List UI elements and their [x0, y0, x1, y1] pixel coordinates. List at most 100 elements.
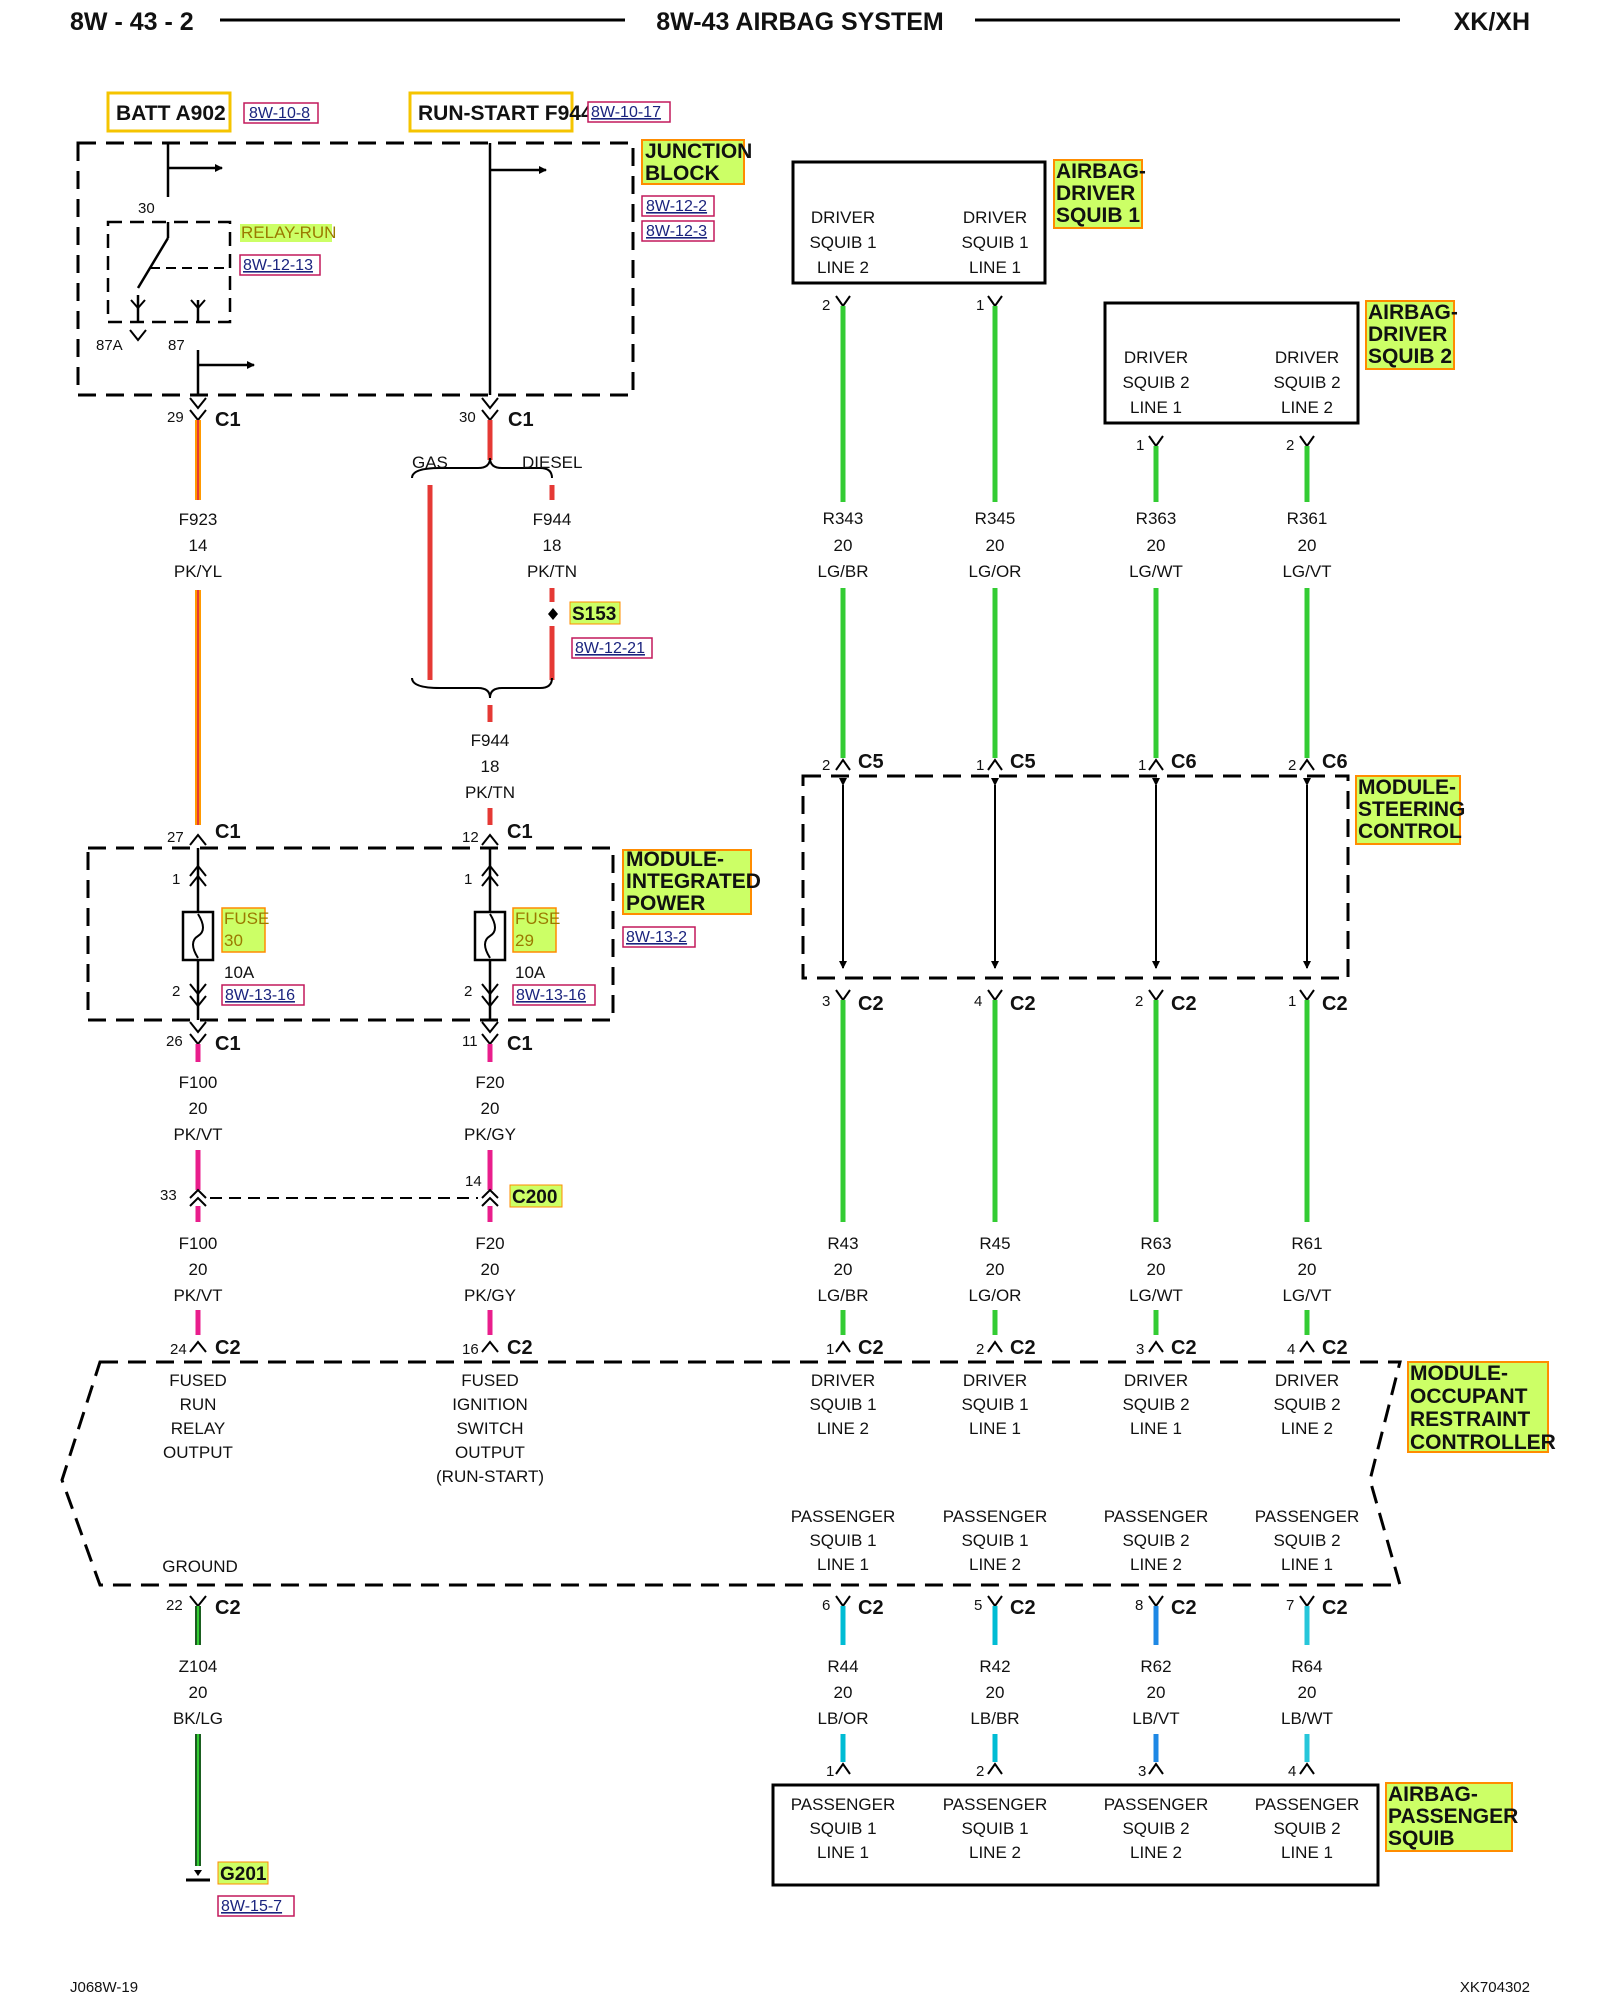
fuse-ref[interactable]: 8W-13-16 [225, 987, 295, 1004]
pass-squib-name: PASSENGER [1388, 1805, 1518, 1828]
pin-icon [987, 1340, 1003, 1353]
squib1-name-3: SQUIB 1 [1056, 204, 1140, 227]
module-integrated-power[interactable]: MODULE- INTEGRATED POWER 8W-13-2 [86, 846, 761, 1022]
connector-arrow-icon [481, 397, 499, 410]
pin-number: 26 [166, 1033, 183, 1050]
page-number: 8W - 43 - 2 [70, 8, 194, 36]
module-occupant-restraint-controller[interactable]: MODULE- OCCUPANT RESTRAINT CONTROLLER 24… [60, 1337, 1556, 1619]
orc-drv-label: LINE 1 [969, 1419, 1021, 1438]
orc-fused-run: RELAY [171, 1419, 226, 1438]
wire-circuit: R44 [827, 1657, 858, 1676]
orc-pass-label: LINE 1 [1281, 1555, 1333, 1574]
circuit-f923[interactable]: 29 C1 F923 14 PK/YL 27 C1 [167, 397, 241, 846]
pin-icon [1148, 989, 1164, 1002]
relay-run[interactable]: RELAY-RUN 8W-12-13 87A 87 [96, 220, 336, 354]
orc-drv-label: SQUIB 2 [1273, 1395, 1340, 1414]
squib2-box [1103, 301, 1360, 425]
driver-squib-wires-lower[interactable]: R43 20 LG/BR R45 20 LG/OR R63 20 LG/WT R… [817, 1000, 1332, 1335]
junction-block-ref-2[interactable]: 8W-12-3 [646, 223, 707, 240]
fuse-rating: 10A [515, 963, 546, 982]
c200-pin-icon [189, 1188, 207, 1199]
circuit-f944[interactable]: 30 C1 GAS DIESEL F944 18 PK/TN S153 8W-1… [411, 397, 653, 846]
wire-circuit: R61 [1291, 1234, 1322, 1253]
label-bg [240, 224, 332, 242]
scm-bottom-pin: 2 [1135, 993, 1143, 1010]
mip-name-3: POWER [626, 892, 705, 915]
pin-arrow-icon [189, 864, 207, 877]
ref-box [239, 254, 321, 276]
wire-gauge: 20 [481, 1099, 500, 1118]
squib2-col2-l3: LINE 2 [1281, 398, 1333, 417]
pin-icon [835, 1762, 851, 1775]
ground-ref[interactable]: 8W-15-7 [221, 1898, 282, 1915]
scm-bottom-conn: C2 [1322, 993, 1348, 1015]
orc-top-conn: C2 [858, 1337, 884, 1359]
pass-squib-pin: 1 [826, 1763, 834, 1780]
airbag-passenger-squib[interactable]: 1 2 3 4 PASSENGER SQUIB 1 LINE 1 PASSENG… [771, 1762, 1518, 1887]
pin-number: 30 [459, 409, 476, 426]
relay-pin-30: 30 [138, 200, 155, 217]
pin-icon [481, 1340, 499, 1353]
pass-squib-label: PASSENGER [943, 1795, 1048, 1814]
orc-pass-label: PASSENGER [1255, 1507, 1360, 1526]
fuse-29[interactable]: 1 FUSE 29 10A 2 8W-13-16 [464, 848, 596, 1020]
source-run-box [408, 91, 574, 133]
relay-ref[interactable]: 8W-12-13 [243, 257, 313, 274]
squib1-col2-l1: DRIVER [963, 208, 1027, 227]
orc-top-pin: 1 [826, 1341, 834, 1358]
relay-contact [136, 237, 170, 289]
scm-name-2: STEERING [1358, 798, 1465, 821]
connector-arrow-icon [481, 833, 499, 846]
wire-color: LB/OR [817, 1709, 868, 1728]
pin-number: 11 [462, 1033, 478, 1050]
splice-name: S153 [572, 604, 616, 625]
fuse-30[interactable]: 1 FUSE 30 10A 2 8W-13-16 [172, 848, 305, 1020]
pass-squib-label: LINE 2 [1130, 1843, 1182, 1862]
driver-squib-wires-upper[interactable]: R343 20 LG/BR R345 20 LG/OR R363 20 LG/W… [817, 306, 1332, 758]
wire-circuit: F923 [179, 510, 218, 529]
fuse-ref[interactable]: 8W-13-16 [516, 987, 586, 1004]
orc-outline [60, 1360, 1402, 1587]
wire-color: LB/BR [970, 1709, 1019, 1728]
pin-icon [1299, 1595, 1315, 1608]
splice-ref[interactable]: 8W-12-21 [575, 640, 645, 657]
junction-block[interactable]: JUNCTION BLOCK 8W-12-2 8W-12-3 30 [76, 139, 752, 397]
pin-icon [987, 989, 1003, 1002]
source-run-ref[interactable]: 8W-10-17 [591, 104, 661, 121]
airbag-driver-squib-1[interactable]: DRIVER SQUIB 1 LINE 2 DRIVER SQUIB 1 LIN… [791, 159, 1146, 314]
orc-fused-ign: FUSED [461, 1371, 519, 1390]
relay-pin-87a: 87A [96, 337, 123, 354]
source-batt-ref[interactable]: 8W-10-8 [249, 105, 310, 122]
wire-gauge: 20 [834, 536, 853, 555]
orc-bottom-pin: 5 [974, 1597, 982, 1614]
connector-c200[interactable]: C200 [210, 1184, 563, 1208]
orc-top-conn: C2 [1010, 1337, 1036, 1359]
wire-color: LG/VT [1282, 1286, 1331, 1305]
c200-pin-icon [481, 1196, 499, 1207]
wire-color: PK/VT [173, 1125, 222, 1144]
source-run-label: RUN-START F944 [418, 102, 593, 125]
wire-circuit: Z104 [179, 1657, 218, 1676]
orc-bottom-conn: C2 [1322, 1597, 1348, 1619]
orc-fused-run: RUN [180, 1395, 217, 1414]
squib2-col1-l1: DRIVER [1124, 348, 1188, 367]
mip-ref[interactable]: 8W-13-2 [626, 929, 687, 946]
circuit-z104[interactable]: Z104 20 BK/LG G201 8W-15-7 [173, 1606, 295, 1917]
wire-color: LG/WT [1129, 562, 1183, 581]
c200-pin-icon [481, 1188, 499, 1199]
pass-squib-label: SQUIB 2 [1122, 1819, 1189, 1838]
circuit-f20[interactable]: 11 C1 F20 20 PK/GY 14 F20 20 PK/GY [462, 1021, 533, 1335]
c200-name: C200 [512, 1187, 557, 1208]
source-run-start[interactable]: RUN-START F944 8W-10-17 [408, 91, 671, 133]
module-steering-control[interactable]: MODULE- STEERING CONTROL 2 C5 1 C5 1 C6 … [801, 751, 1465, 1015]
wire-circuit: R363 [1136, 509, 1177, 528]
circuit-f100[interactable]: 26 C1 F100 20 PK/VT 33 F100 20 PK/VT [160, 1021, 241, 1335]
airbag-driver-squib-2[interactable]: DRIVER SQUIB 2 LINE 1 DRIVER SQUIB 2 LIN… [1103, 300, 1458, 454]
junction-block-ref-1[interactable]: 8W-12-2 [646, 198, 707, 215]
relay-name: RELAY-RUN [241, 223, 336, 242]
wire-color: BK/LG [173, 1709, 223, 1728]
passenger-squib-wires[interactable]: R44 20 LB/OR R42 20 LB/BR R62 20 LB/VT R… [817, 1606, 1333, 1762]
source-batt[interactable]: BATT A902 8W-10-8 [106, 91, 319, 133]
orc-top-pin: 2 [976, 1341, 984, 1358]
squib1-name-1: AIRBAG- [1056, 160, 1146, 183]
